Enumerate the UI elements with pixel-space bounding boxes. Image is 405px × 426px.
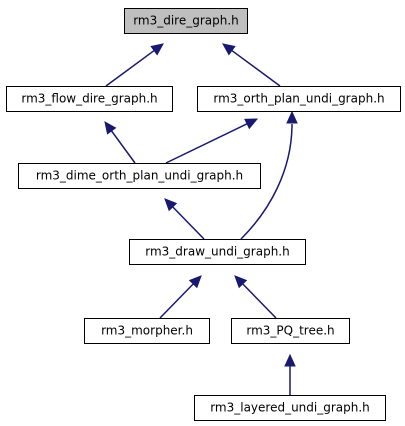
edge-line [230,49,281,87]
edge-line [159,282,195,319]
edge-arrowhead [150,43,164,56]
edge-rm3-flow-dire-graph-to-rm3-dire-graph [105,43,164,87]
edge-line [105,49,156,87]
edge-curve [240,123,293,240]
edge-arrowhead [188,275,202,289]
edge-arrowhead [244,118,259,130]
node-label: rm3_dire_graph.h [133,14,239,28]
edge-rm3-dime-orth-plan-undi-graph-to-rm3-orth-plan-undi-graph [165,118,259,164]
edges-layer [104,43,298,395]
node-label: rm3_flow_dire_graph.h [21,92,157,106]
edge-arrowhead [164,198,178,212]
node-rm3-orth-plan-undi-graph[interactable]: rm3_orth_plan_undi_graph.h [197,86,401,112]
edge-arrowhead [234,275,248,289]
node-label: rm3_layered_undi_graph.h [210,401,370,415]
edge-rm3-draw-undi-graph-to-rm3-dime-orth-plan-undi-graph [164,198,205,240]
node-rm3-draw-undi-graph[interactable]: rm3_draw_undi_graph.h [129,239,306,265]
node-label: rm3_PQ_tree.h [246,324,334,338]
node-rm3-dime-orth-plan-undi-graph[interactable]: rm3_dime_orth_plan_undi_graph.h [18,163,261,189]
node-rm3-dire-graph[interactable]: rm3_dire_graph.h [124,8,248,34]
node-label: rm3_orth_plan_undi_graph.h [213,92,384,106]
node-label: rm3_morpher.h [101,324,193,338]
node-rm3-layered-undi-graph[interactable]: rm3_layered_undi_graph.h [194,395,386,421]
edge-rm3-morpher-to-rm3-draw-undi-graph [159,275,202,319]
edge-line [110,129,136,164]
edge-rm3-dime-orth-plan-undi-graph-to-rm3-flow-dire-graph [104,121,136,164]
edge-arrowhead [284,353,296,367]
edge-rm3-PQ-tree-to-rm3-draw-undi-graph [234,275,277,319]
edge-line [241,282,277,319]
edge-arrowhead [286,110,298,124]
edge-rm3-draw-undi-graph-to-rm3-orth-plan-undi-graph [240,110,298,240]
nodes-layer: rm3_dire_graph.h rm3_flow_dire_graph.h r… [6,8,401,421]
node-label: rm3_dime_orth_plan_undi_graph.h [36,169,243,183]
node-rm3-pq-tree[interactable]: rm3_PQ_tree.h [231,318,350,344]
edge-line [171,205,205,240]
edge-arrowhead [222,43,236,56]
node-rm3-morpher[interactable]: rm3_morpher.h [84,318,210,344]
edge-line [165,122,249,164]
node-label: rm3_draw_undi_graph.h [145,245,289,259]
edge-rm3-orth-plan-undi-graph-to-rm3-dire-graph [222,43,281,87]
node-rm3-flow-dire-graph[interactable]: rm3_flow_dire_graph.h [6,86,173,112]
edge-arrowhead [104,121,117,135]
edge-rm3-layered-undi-graph-to-rm3-PQ-tree [284,353,296,395]
